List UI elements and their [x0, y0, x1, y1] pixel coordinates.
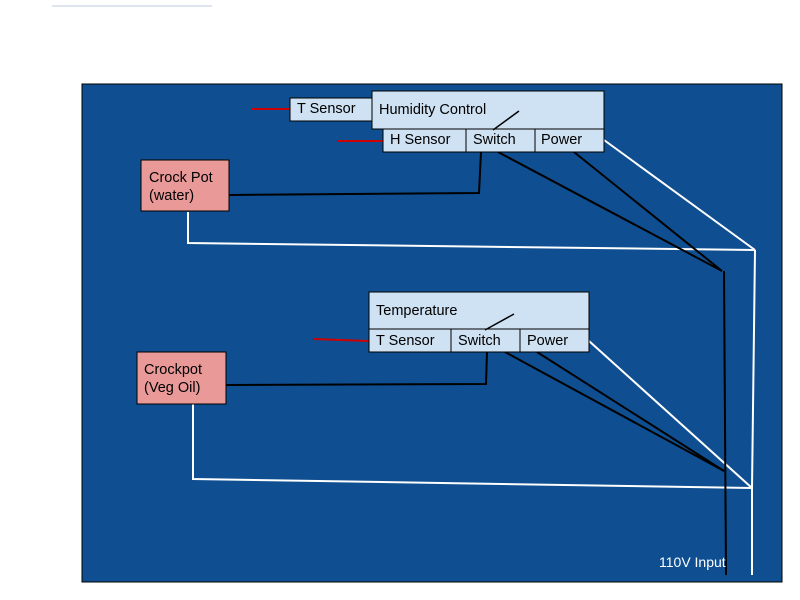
temperature-switch-label: Switch	[458, 333, 501, 349]
temperature-switch-contact	[484, 313, 515, 331]
humidity-control-box	[371, 90, 605, 130]
humidity-power-box	[534, 128, 605, 153]
top-artifact	[52, 5, 212, 7]
crock-pot-water-label-line1: Crock Pot	[149, 170, 213, 186]
crock-pot-water-box	[140, 159, 230, 212]
white-wires	[187, 139, 756, 575]
crockpot-veg-oil-label-line1: Crockpot	[144, 362, 203, 378]
crockpot-veg-oil-box	[136, 351, 227, 405]
humidity-power-label: Power	[541, 132, 583, 148]
temperature-t-sensor-label: T Sensor	[376, 333, 435, 349]
sensor-leads	[252, 108, 383, 342]
humidity-h-sensor-label: H Sensor	[390, 132, 451, 148]
black-wires	[225, 151, 727, 576]
humidity-t-sensor-label: T Sensor	[297, 101, 356, 117]
humidity-switch-label: Switch	[473, 132, 516, 148]
input-110v-label: 110V Input	[659, 554, 726, 570]
temperature-power-label: Power	[527, 333, 569, 349]
temperature-unit	[368, 291, 590, 353]
humidity-control-title: Humidity Control	[379, 102, 487, 118]
humidity-control-unit	[289, 90, 605, 153]
crock-pot-water-label-line2: (water)	[149, 188, 195, 204]
temperature-box	[368, 291, 590, 330]
temperature-power-box	[519, 328, 590, 353]
crockpot-veg-oil-label-line2: (Veg Oil)	[144, 380, 201, 396]
temperature-title: Temperature	[376, 303, 458, 319]
humidity-switch-contact	[492, 110, 520, 131]
